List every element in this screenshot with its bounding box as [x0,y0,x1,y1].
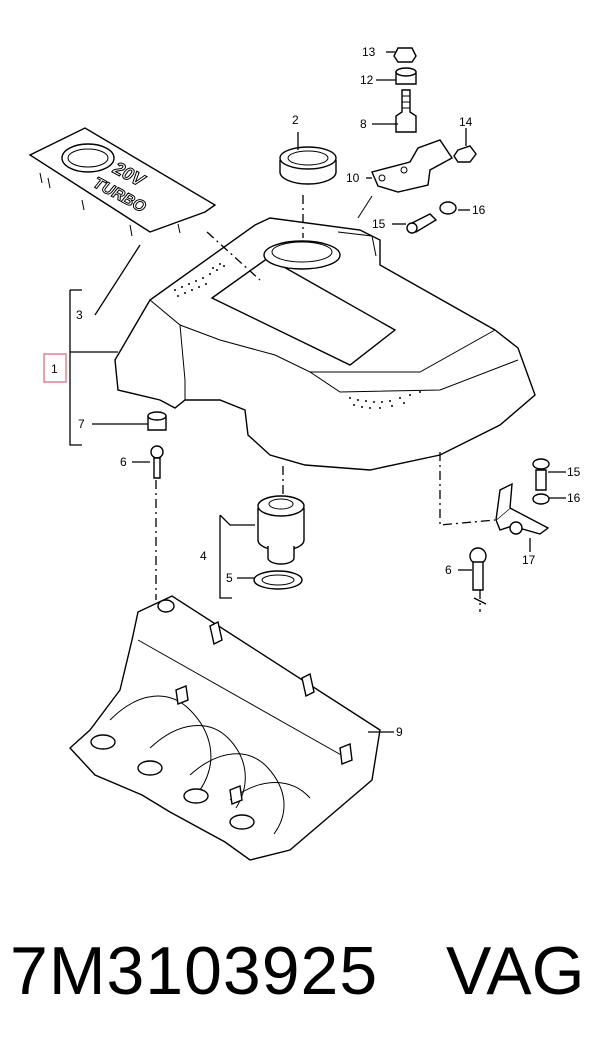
callout-6b: 6 [445,563,452,577]
callout-7: 7 [78,417,85,431]
callout-13: 13 [362,45,376,59]
callout-2: 2 [292,113,299,127]
rubber-mount-left [147,411,167,479]
callout-1-highlight [43,353,67,383]
callout-5: 5 [226,571,233,585]
callout-12: 12 [360,73,374,87]
callout-14: 14 [459,115,473,129]
leader-lines [69,51,566,733]
engine-cover [114,217,536,471]
callout-16b: 16 [567,491,581,505]
callout-3: 3 [76,308,83,322]
callout-9: 9 [396,725,403,739]
callout-17: 17 [522,553,536,567]
part-number: 7M3103925 [10,933,379,1009]
callout-4: 4 [200,549,207,563]
bracket-assembly [357,47,477,234]
callout-1: 1 [51,362,58,376]
callout-8: 8 [360,117,367,131]
callout-15a: 15 [372,217,386,231]
callout-15b: 15 [567,465,581,479]
callout-10: 10 [346,171,360,185]
emblem-plate: 20V TURBO [28,127,217,237]
rubber-mount-center [253,495,305,590]
seal-cap [279,146,337,185]
callout-6a: 6 [120,455,127,469]
brand-label: VAG [446,933,585,1009]
callout-16a: 16 [472,203,486,217]
callout-labels: 1 2 3 4 5 6 6 7 8 9 10 12 13 14 15 15 16… [51,45,581,739]
right-bracket-assembly [469,458,550,591]
intake-manifold [69,595,381,861]
